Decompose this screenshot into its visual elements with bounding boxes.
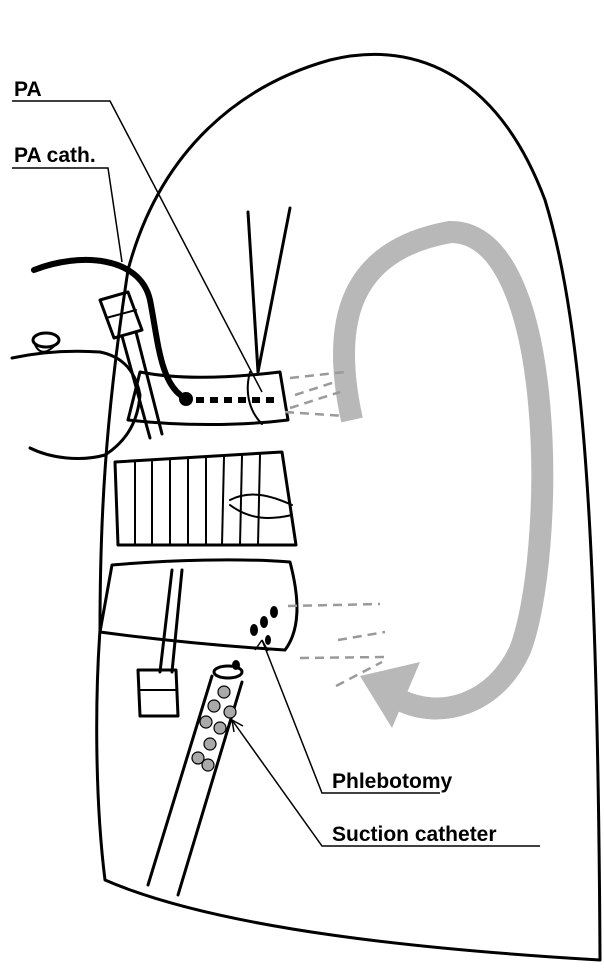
label-suction-catheter: Suction catheter <box>332 823 497 846</box>
blood-flow-arrow <box>344 232 542 728</box>
hilar-vessels <box>12 351 140 458</box>
lower-vascular-clamp <box>138 570 182 716</box>
surgical-instrument <box>248 208 290 372</box>
label-pa-catheter: PA cath. <box>14 144 96 167</box>
bronchus <box>115 452 296 545</box>
pa-cath-leader-line <box>12 168 122 262</box>
blood-drops <box>232 606 278 670</box>
label-pa: PA <box>14 78 42 101</box>
label-phlebotomy: Phlebotomy <box>332 770 452 793</box>
dashed-flow-lines <box>285 372 385 686</box>
suction-catheter <box>148 666 242 895</box>
